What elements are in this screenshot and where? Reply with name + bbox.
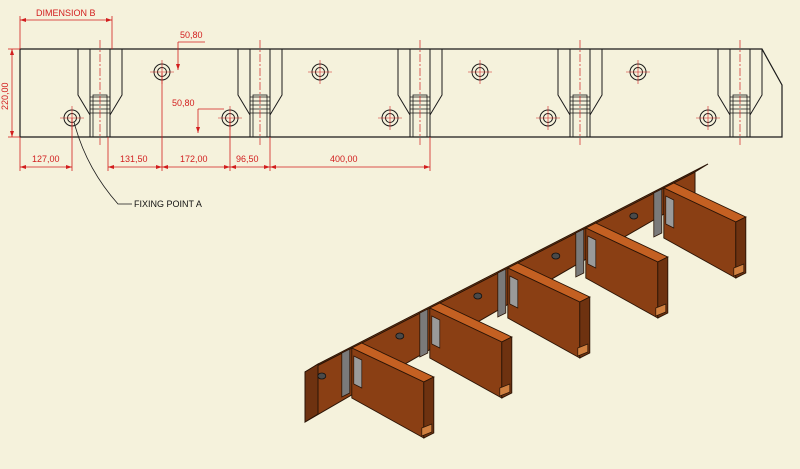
- iso-notch-icon: [421, 423, 433, 437]
- iso-notch-icon: [499, 383, 511, 397]
- iso-bolt-icon: [473, 292, 483, 300]
- fixing-point-leader: [73, 121, 132, 205]
- fixing-hole-icon: [536, 106, 560, 130]
- iso-clamp-icon: [665, 195, 675, 229]
- fixing-hole-icon: [696, 106, 720, 130]
- iso-tine-3: [506, 262, 591, 359]
- fixing-hole-icon: [378, 106, 402, 130]
- iso-notch-icon: [733, 263, 745, 277]
- dimension-b-label: DIMENSION B: [36, 8, 96, 18]
- dimension-131-label: 131,50: [120, 154, 148, 164]
- fixing-hole-icon: [308, 60, 332, 84]
- dimension-127-label: 127,00: [32, 154, 60, 164]
- fixing-hole-icon: [626, 60, 650, 84]
- rake-slots: [77, 48, 763, 138]
- isometric-view: [304, 163, 747, 439]
- centerlines: [99, 40, 741, 145]
- iso-clamp-icon: [587, 235, 597, 269]
- orthographic-view: [19, 40, 783, 145]
- iso-clamp-icon: [353, 355, 363, 389]
- iso-tine-4: [584, 222, 669, 319]
- bar-end-face: [304, 363, 319, 423]
- iso-clamp-icon: [431, 315, 441, 349]
- iso-bolt-icon: [629, 212, 639, 220]
- iso-tine-2: [428, 302, 513, 399]
- iso-bolt-icon: [395, 332, 405, 340]
- dimension-96-label: 96,50: [236, 154, 259, 164]
- bar-outline: [19, 48, 783, 138]
- iso-notch-icon: [577, 343, 589, 357]
- dimension-172-label: 172,00: [180, 154, 208, 164]
- iso-notch-icon: [655, 303, 667, 317]
- iso-clamp-icon: [509, 275, 519, 309]
- iso-bolt-icon: [551, 252, 561, 260]
- fixing-holes: [60, 60, 720, 130]
- iso-tine-1: [350, 342, 435, 439]
- offset-mid-label: 50,80: [172, 98, 195, 108]
- dimensions: [8, 16, 431, 171]
- dimension-400-label: 400,00: [330, 154, 358, 164]
- iso-tine-5: [662, 182, 747, 279]
- height-dimension-label: 220,00: [0, 82, 10, 110]
- rake-slot-icon: [557, 48, 603, 138]
- fixing-hole-icon: [468, 60, 492, 84]
- iso-bolt-icon: [317, 372, 327, 380]
- fixing-point-label: FIXING POINT A: [134, 199, 202, 209]
- rake-slot-icon: [237, 48, 283, 138]
- offset-top-label: 50,80: [180, 30, 203, 40]
- isometric-tines: [350, 182, 747, 439]
